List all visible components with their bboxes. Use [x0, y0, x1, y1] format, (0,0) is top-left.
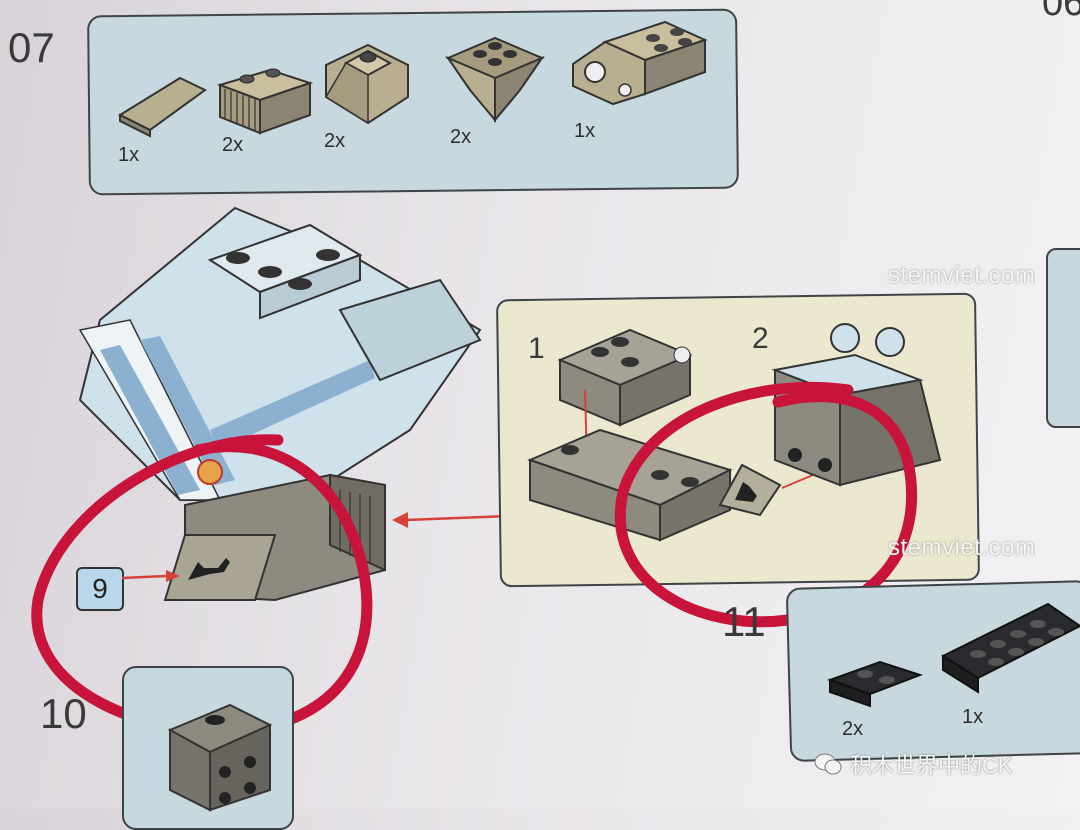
- watermark-top: stemviet.com: [888, 262, 1036, 289]
- qty-slope-pyramid: 2x: [324, 130, 346, 152]
- qty-plate-1x2: 2x: [842, 718, 864, 740]
- qty-inverted-slope: 2x: [450, 126, 472, 148]
- assembly-arrow: [392, 512, 511, 528]
- qty-technic-pin-brick: 1x: [574, 120, 596, 142]
- part-callout-badge: 9: [76, 567, 124, 611]
- watermark-middle: stemviet.com: [888, 534, 1036, 561]
- qty-plate-2x6: 1x: [962, 706, 984, 728]
- wechat-caption-text: 积木世界中的CK: [850, 753, 1013, 778]
- part-slope-tile-icon: [117, 76, 207, 138]
- step-number-07: 07: [8, 24, 55, 71]
- wechat-icon: [814, 753, 842, 775]
- part-plate-2x6-icon: [940, 602, 1080, 694]
- part-plate-1x2-icon: [827, 660, 924, 708]
- part-slope-pyramid-icon: [324, 43, 409, 125]
- sub-step-1-label: 1: [528, 332, 545, 365]
- sub-step-2-label: 2: [752, 322, 769, 355]
- step-number-11-fragment: 11: [722, 598, 766, 645]
- next-page-fragment: [1046, 248, 1080, 428]
- part-brick-2x2-icon: [167, 703, 273, 812]
- main-model-illustration: [78, 206, 482, 602]
- qty-slope-tile: 1x: [118, 144, 140, 166]
- step-number-10-fragment: 10: [40, 690, 87, 737]
- callout-arrow: [121, 570, 180, 582]
- wechat-caption: 积木世界中的CK: [814, 748, 1013, 780]
- part-technic-pin-brick-icon: [572, 20, 708, 106]
- part-grille-brick-icon: [216, 68, 314, 135]
- step-number-06-fragment: 06: [1042, 0, 1080, 24]
- qty-grille-brick: 2x: [222, 134, 244, 156]
- highlight-circle-right: [614, 381, 917, 628]
- part-inverted-slope-icon: [445, 36, 545, 123]
